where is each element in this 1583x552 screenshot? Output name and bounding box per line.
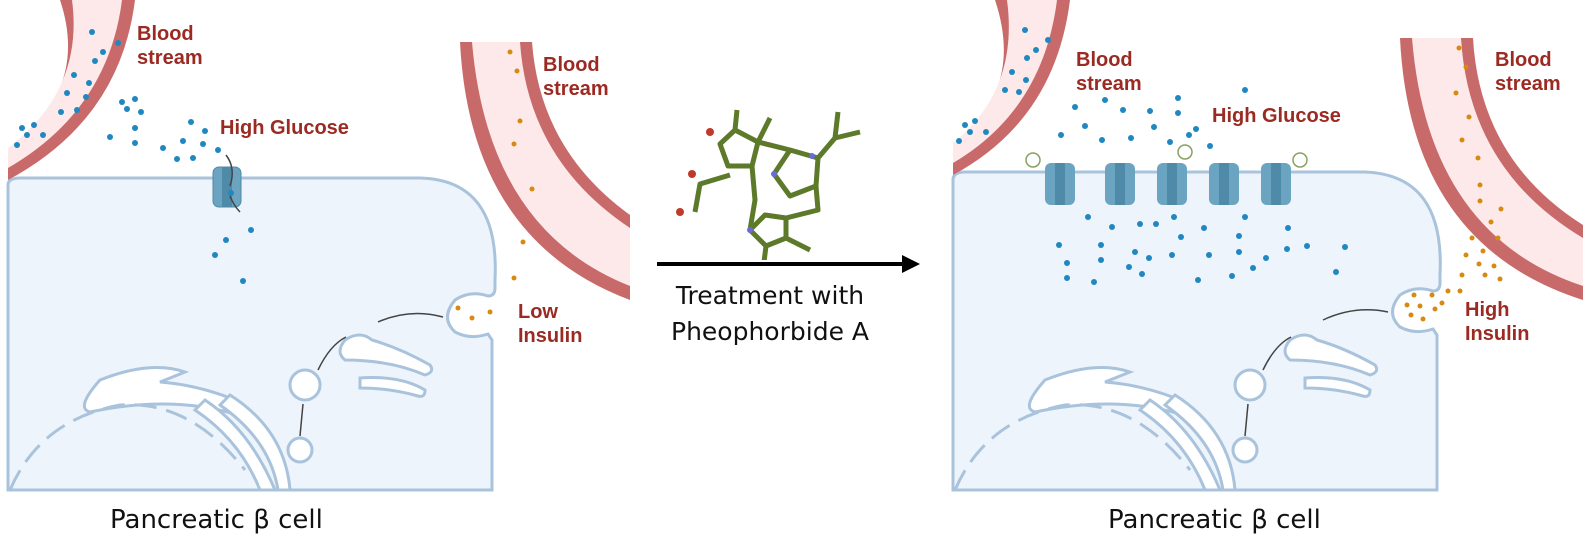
nucleus-envelope xyxy=(8,403,247,491)
glucose-transporter xyxy=(1105,163,1135,205)
treatment-line-2: Pheophorbide A xyxy=(671,317,869,346)
nucleus-envelope xyxy=(953,403,1192,491)
cell-body xyxy=(6,176,497,492)
glucose-transporter xyxy=(212,166,242,208)
pheophorbide-molecule-icon xyxy=(676,109,861,260)
cell-caption: Pancreatic β cell xyxy=(1108,505,1321,535)
glucose-label: High Glucose xyxy=(1212,105,1341,127)
glucose-transporter xyxy=(1045,163,1075,205)
after-illustration xyxy=(951,0,1583,492)
insulin-label: High Insulin xyxy=(1465,299,1530,345)
glucose-molecules xyxy=(14,29,254,284)
insulin-label: Low Insulin xyxy=(518,301,583,347)
blood-stream-label: Blood stream xyxy=(1076,49,1142,95)
insulin-molecules xyxy=(455,49,535,321)
organelles xyxy=(82,333,434,492)
cell-body xyxy=(951,170,1442,492)
glucose-molecules xyxy=(956,27,1348,285)
glucose-transporters xyxy=(1045,163,1291,205)
before-treatment-panel: Blood stream Blood stream High Glucose L… xyxy=(0,0,630,552)
blood-stream-label: Blood stream xyxy=(543,54,609,100)
cell-caption: Pancreatic β cell xyxy=(110,505,323,535)
treatment-arrow xyxy=(657,262,902,266)
treatment-section xyxy=(640,100,940,360)
before-illustration xyxy=(6,0,630,492)
glucose-transporter xyxy=(1261,163,1291,205)
after-treatment-panel: Blood stream Blood stream High Glucose H… xyxy=(945,0,1583,552)
treatment-line-1: Treatment with xyxy=(675,281,865,310)
blood-stream-label: Blood stream xyxy=(137,23,203,69)
insulin-molecules xyxy=(1404,45,1504,322)
transport-arrows xyxy=(225,154,444,437)
treatment-label: Treatment with Pheophorbide A xyxy=(640,278,900,350)
blood-stream-label: Blood stream xyxy=(1495,49,1561,95)
pheophorbide-bound-icons xyxy=(1025,144,1308,168)
transport-arrows xyxy=(1244,309,1389,437)
glucose-transporter xyxy=(1157,163,1187,205)
treatment-arrowhead xyxy=(902,255,920,273)
glucose-label: High Glucose xyxy=(220,117,349,139)
glucose-transporter xyxy=(1209,163,1239,205)
organelles xyxy=(1027,333,1379,492)
